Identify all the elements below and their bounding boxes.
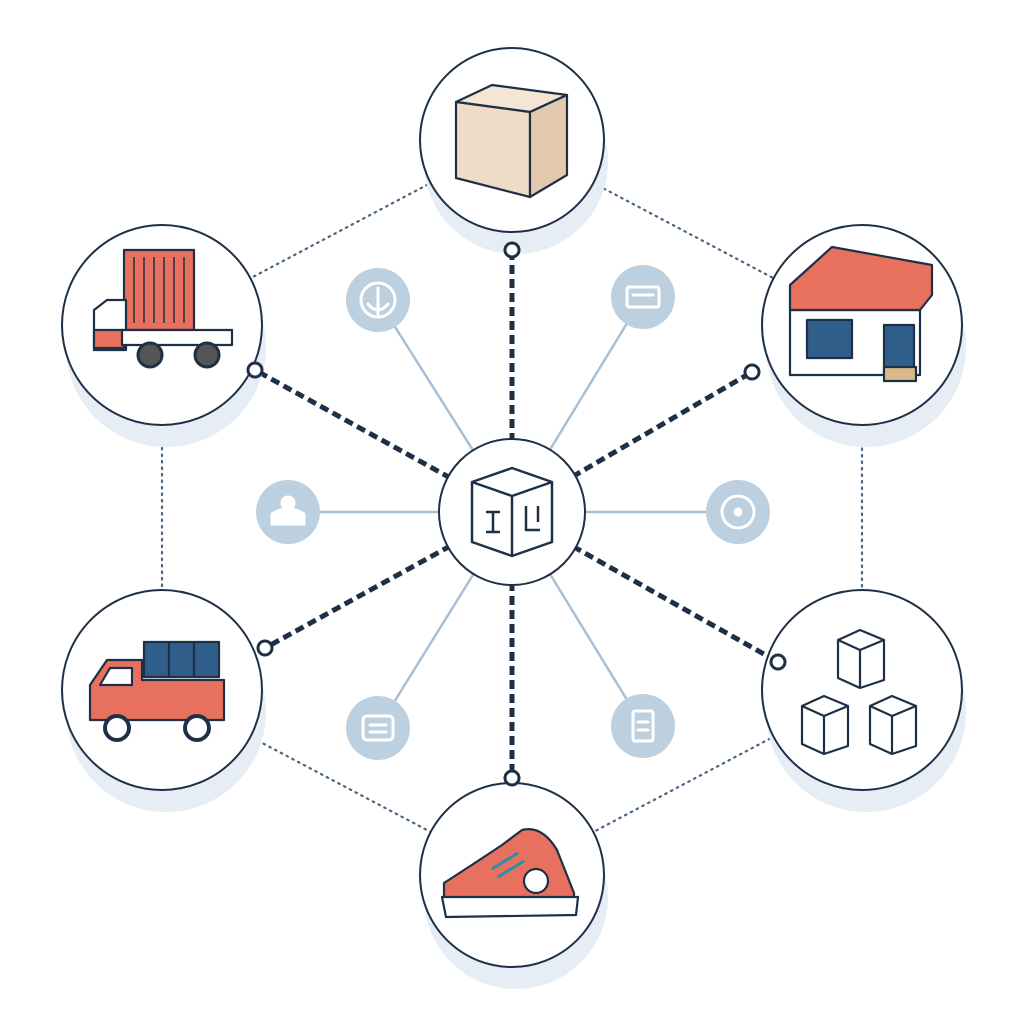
ticket-icon <box>625 285 661 309</box>
list-icon <box>361 714 395 742</box>
icon-bubble <box>346 696 410 760</box>
connector-dot <box>743 363 761 381</box>
box-edge <box>837 638 861 652</box>
anchor-ring <box>359 281 397 319</box>
warehouse-window <box>805 318 854 360</box>
tracking-ring <box>720 494 756 530</box>
van-window <box>98 666 134 687</box>
cube-icon <box>470 466 554 558</box>
inner-node-list <box>346 696 410 760</box>
outer-node-delivery-van <box>61 589 266 812</box>
truck-container <box>122 248 196 332</box>
wheel <box>193 341 221 369</box>
wheel <box>183 714 211 742</box>
box-edge <box>869 704 893 718</box>
box-edge <box>823 704 849 718</box>
inner-node-tracking <box>706 480 770 544</box>
list-box <box>361 714 395 742</box>
warehouse-roof <box>788 245 934 312</box>
outer-node-inventory <box>761 589 966 812</box>
tracking-icon <box>720 494 756 530</box>
icon-bubble <box>611 694 675 758</box>
icon-bubble <box>611 265 675 329</box>
connector-dot <box>769 653 787 671</box>
person-desk-icon <box>270 495 306 526</box>
outer-node-product <box>419 782 608 989</box>
box-edge <box>891 704 917 718</box>
tracking-dot <box>733 507 743 517</box>
box-side <box>528 93 569 199</box>
van-icon <box>88 640 226 742</box>
person-desk <box>270 507 306 526</box>
inner-node-ticket <box>611 265 675 329</box>
warehouse-icon <box>788 245 934 383</box>
inner-node-anchor <box>346 268 410 332</box>
cube-glyph <box>524 506 540 532</box>
inner-node-agent <box>256 480 320 544</box>
node-circle <box>761 589 963 791</box>
cab-front <box>92 328 126 350</box>
wheel <box>136 341 164 369</box>
ticket-shape <box>625 285 661 309</box>
connector-dot <box>246 361 264 379</box>
anchor-icon <box>359 281 397 319</box>
connector-dot <box>503 241 521 259</box>
document-icon <box>631 709 655 743</box>
pallet <box>882 365 918 383</box>
connector-dot <box>503 769 521 787</box>
document-page <box>631 709 655 743</box>
sneaker-sole <box>440 895 580 919</box>
van-cargo <box>142 640 221 679</box>
box-edge <box>859 638 885 652</box>
stacked-boxes-icon <box>800 628 918 756</box>
outer-node-warehouse <box>761 224 966 447</box>
wheel <box>103 714 131 742</box>
sneaker-icon <box>440 828 580 919</box>
connector-dot <box>256 639 274 657</box>
cube-edges <box>471 480 553 556</box>
outer-node-freight-truck <box>61 224 266 447</box>
sneaker-badge <box>522 867 550 895</box>
truck-chassis <box>120 328 234 347</box>
cardboard-box-icon <box>454 83 569 199</box>
outer-node-package <box>419 47 608 254</box>
person-head <box>280 495 296 511</box>
box-edge <box>801 704 825 718</box>
anchor-fluke <box>366 302 390 312</box>
inner-node-document <box>611 694 675 758</box>
hub-node <box>438 438 586 586</box>
sneaker-laces <box>491 851 525 879</box>
container-truck-icon <box>92 248 234 369</box>
cube-glyph <box>486 510 500 534</box>
